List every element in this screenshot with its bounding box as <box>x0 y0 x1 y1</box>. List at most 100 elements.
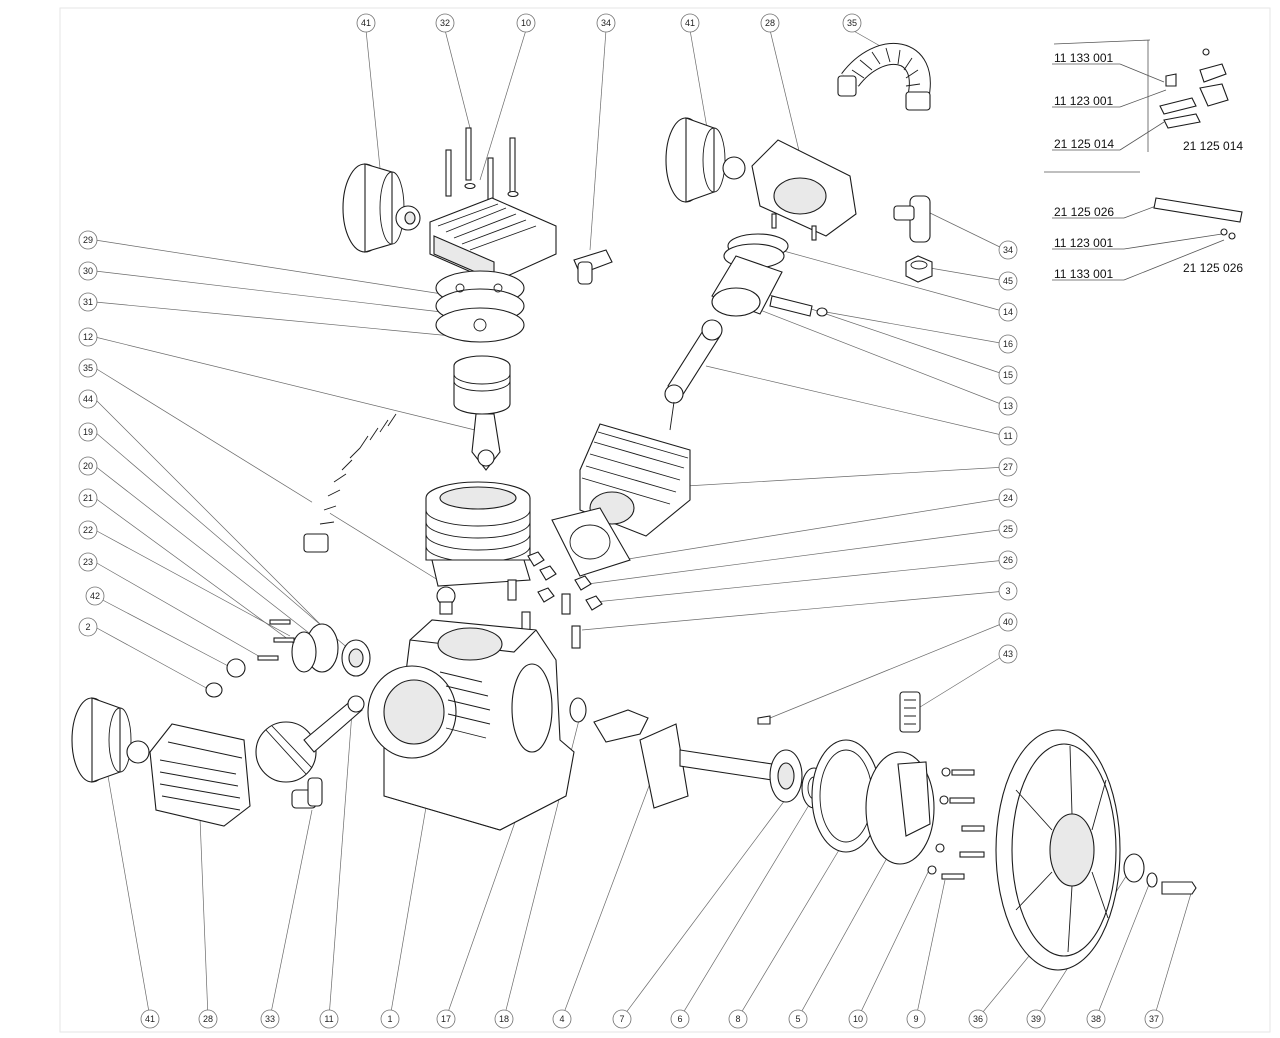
callout-label: 10 <box>521 18 531 28</box>
callout-label: 38 <box>1091 1014 1101 1024</box>
nut-45 <box>905 255 933 283</box>
callout-label: 29 <box>83 235 93 245</box>
callout-label: 9 <box>913 1014 918 1024</box>
callout: 26 <box>998 550 1018 570</box>
valve-bottom <box>291 777 323 809</box>
cylinder-head-bottom-left <box>149 723 251 827</box>
callout-label: 39 <box>1031 1014 1041 1024</box>
callout: 40 <box>998 612 1018 632</box>
callout: 30 <box>78 261 98 281</box>
callout: 15 <box>998 365 1018 385</box>
callout: 14 <box>998 302 1018 322</box>
code-b-1: 21 125 026 <box>1054 205 1114 219</box>
callout-label: 11 <box>1003 431 1012 441</box>
code-a-1: 11 133 001 <box>1054 51 1113 65</box>
piston-right <box>711 233 789 317</box>
piston-pin-right <box>769 295 828 317</box>
callout: 7 <box>612 1009 632 1029</box>
callout: 43 <box>998 644 1018 664</box>
callout: 28 <box>760 13 780 33</box>
leader-lines <box>94 29 1193 1019</box>
callout-label: 41 <box>361 18 371 28</box>
callout: 13 <box>998 396 1018 416</box>
callout-label: 2 <box>85 622 90 632</box>
callout-label: 7 <box>619 1014 624 1024</box>
callout-label: 15 <box>1003 370 1013 380</box>
callout-label: 35 <box>83 363 93 373</box>
flex-hose-left <box>303 411 398 553</box>
code-a-side: 21 125 014 <box>1183 139 1243 153</box>
callout: 35 <box>78 358 98 378</box>
callout-label: 36 <box>973 1014 983 1024</box>
main-bearing <box>769 749 803 803</box>
cylinder-left <box>425 481 531 587</box>
callout: 33 <box>260 1009 280 1029</box>
flex-hose-right <box>837 43 931 111</box>
air-filter-top-left <box>342 163 421 253</box>
callout: 1 <box>380 1009 400 1029</box>
callout: 11 <box>998 426 1018 446</box>
callout: 41 <box>680 13 700 33</box>
callout-label: 32 <box>440 18 450 28</box>
callout-label: 23 <box>83 557 93 567</box>
callout: 18 <box>494 1009 514 1029</box>
code-b-3: 11 133 001 <box>1054 267 1113 281</box>
callout-label: 19 <box>83 427 93 437</box>
callout-label: 13 <box>1003 401 1013 411</box>
callout-label: 14 <box>1003 307 1013 317</box>
check-valve-top <box>573 249 613 285</box>
callout-label: 28 <box>765 18 775 28</box>
callout-label: 12 <box>83 332 93 342</box>
callout: 16 <box>998 334 1018 354</box>
callout: 44 <box>78 389 98 409</box>
callout: 6 <box>670 1009 690 1029</box>
callout-label: 35 <box>847 18 857 28</box>
callout-label: 33 <box>265 1014 275 1024</box>
callout: 39 <box>1026 1009 1046 1029</box>
callout: 10 <box>516 13 536 33</box>
callout-label: 41 <box>685 18 695 28</box>
callout-label: 31 <box>83 297 93 307</box>
callout-label: 11 <box>324 1014 333 1024</box>
code-a-3: 21 125 014 <box>1054 137 1114 151</box>
connecting-rod-left <box>471 413 501 471</box>
callout: 28 <box>198 1009 218 1029</box>
oil-breather <box>899 691 921 733</box>
callout: 12 <box>78 327 98 347</box>
callout-label: 4 <box>559 1014 564 1024</box>
callout: 41 <box>356 13 376 33</box>
callout: 9 <box>906 1009 926 1029</box>
callout: 23 <box>78 552 98 572</box>
callout-label: 26 <box>1003 555 1013 565</box>
callout: 10 <box>848 1009 868 1029</box>
page-frame <box>59 7 1271 1033</box>
cylinder-head-left <box>429 197 557 283</box>
callout: 41 <box>140 1009 160 1029</box>
callout-label: 20 <box>83 461 93 471</box>
callout-label: 43 <box>1003 649 1013 659</box>
callout-label: 18 <box>499 1014 509 1024</box>
callout-label: 5 <box>795 1014 800 1024</box>
bearing-flange-left <box>257 619 371 677</box>
oil-plugs <box>205 658 246 698</box>
code-a-2: 11 123 001 <box>1054 94 1113 108</box>
callout: 38 <box>1086 1009 1106 1029</box>
callout: 34 <box>596 13 616 33</box>
callout: 8 <box>728 1009 748 1029</box>
callout-label: 42 <box>90 591 100 601</box>
air-filter-bottom-left <box>71 697 150 783</box>
shaft-key <box>757 715 771 725</box>
callout: 27 <box>998 457 1018 477</box>
callout: 25 <box>998 519 1018 539</box>
callout-label: 30 <box>83 266 93 276</box>
callout-label: 3 <box>1005 586 1010 596</box>
pulley-fasteners <box>1123 853 1197 895</box>
callout: 35 <box>842 13 862 33</box>
callout-label: 25 <box>1003 524 1013 534</box>
check-valve-right <box>893 195 931 243</box>
callout-label: 44 <box>83 394 93 404</box>
callout-label: 34 <box>1003 245 1013 255</box>
callout-label: 40 <box>1003 617 1013 627</box>
callout: 42 <box>85 586 105 606</box>
callout-label: 17 <box>441 1014 451 1024</box>
